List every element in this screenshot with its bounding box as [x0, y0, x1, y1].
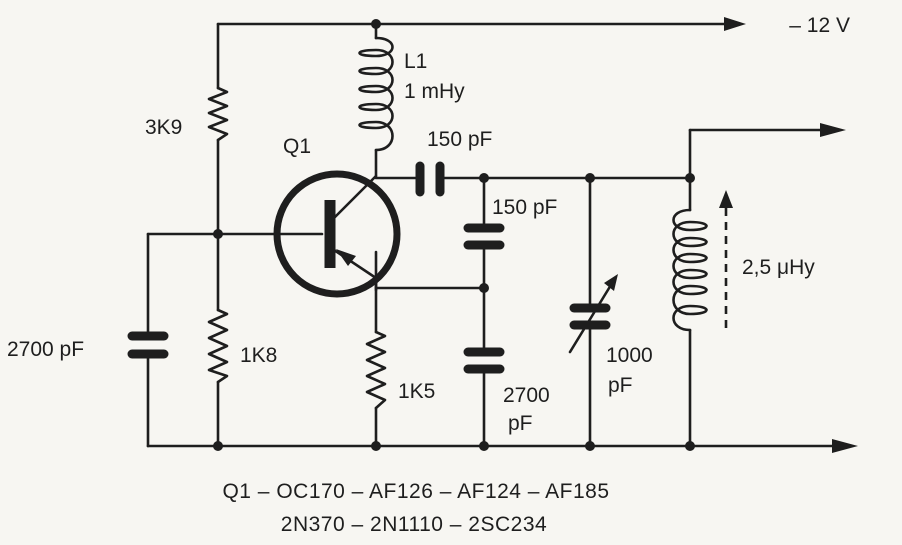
junction-dot — [585, 173, 595, 183]
capacitor-divider-top-label: 150 pF — [492, 196, 557, 219]
transistor-q1-label: Q1 — [283, 135, 311, 158]
resistor-1k5-icon — [365, 330, 387, 410]
supply-arrow-icon — [724, 17, 746, 31]
output-arrow-icon — [820, 123, 846, 137]
inductor-tank-icon — [672, 208, 708, 332]
variable-capacitor-icon — [568, 274, 618, 354]
capacitor-2700pf-divider-icon — [463, 347, 505, 374]
junctions — [213, 19, 695, 451]
junction-dot — [585, 441, 595, 451]
inductor-l1-name: L1 — [404, 50, 427, 73]
ground-arrow-icon — [832, 439, 858, 453]
junction-dot — [479, 173, 489, 183]
capacitor-150pf-coupling-icon — [415, 161, 445, 197]
inductor-tank-label: 2,5 μHy — [742, 256, 815, 279]
junction-dot — [685, 173, 695, 183]
junction-dot — [479, 441, 489, 451]
inductor-l1-icon — [358, 36, 394, 152]
resistor-3k9-label: 3K9 — [145, 116, 182, 139]
tuning-slug-arrow-icon — [719, 190, 733, 328]
junction-dot — [685, 441, 695, 451]
resistor-1k8-icon — [207, 308, 229, 384]
wires — [146, 22, 840, 448]
junction-dot — [371, 19, 381, 29]
junction-dot — [371, 441, 381, 451]
capacitor-2700pf-input-icon — [127, 331, 169, 359]
junction-dot — [479, 283, 489, 293]
inductor-l1-value: 1 mHy — [404, 80, 465, 103]
junction-dot — [213, 229, 223, 239]
caption-line-1: Q1 – OC170 – AF126 – AF124 – AF185 — [222, 480, 609, 503]
resistor-1k8-label: 1K8 — [240, 344, 277, 367]
resistor-3k9-icon — [207, 86, 229, 142]
capacitor-divider-bottom-label-line2: pF — [508, 412, 533, 435]
capacitor-150pf-divider-icon — [463, 223, 505, 250]
capacitor-divider-bottom-label-line1: 2700 — [503, 384, 550, 407]
arrows — [724, 17, 858, 453]
supply-voltage-label: – 12 V — [789, 14, 850, 37]
junction-dot — [213, 441, 223, 451]
transistor-q1-icon — [273, 170, 401, 298]
capacitor-coupling-label: 150 pF — [427, 128, 492, 151]
resistor-1k5-label: 1K5 — [398, 380, 435, 403]
capacitor-input-label: 2700 pF — [7, 338, 84, 361]
variable-capacitor-label-line2: pF — [608, 374, 633, 397]
variable-capacitor-label-line1: 1000 — [606, 344, 653, 367]
caption-line-2: 2N370 – 2N1110 – 2SC234 — [281, 513, 547, 536]
